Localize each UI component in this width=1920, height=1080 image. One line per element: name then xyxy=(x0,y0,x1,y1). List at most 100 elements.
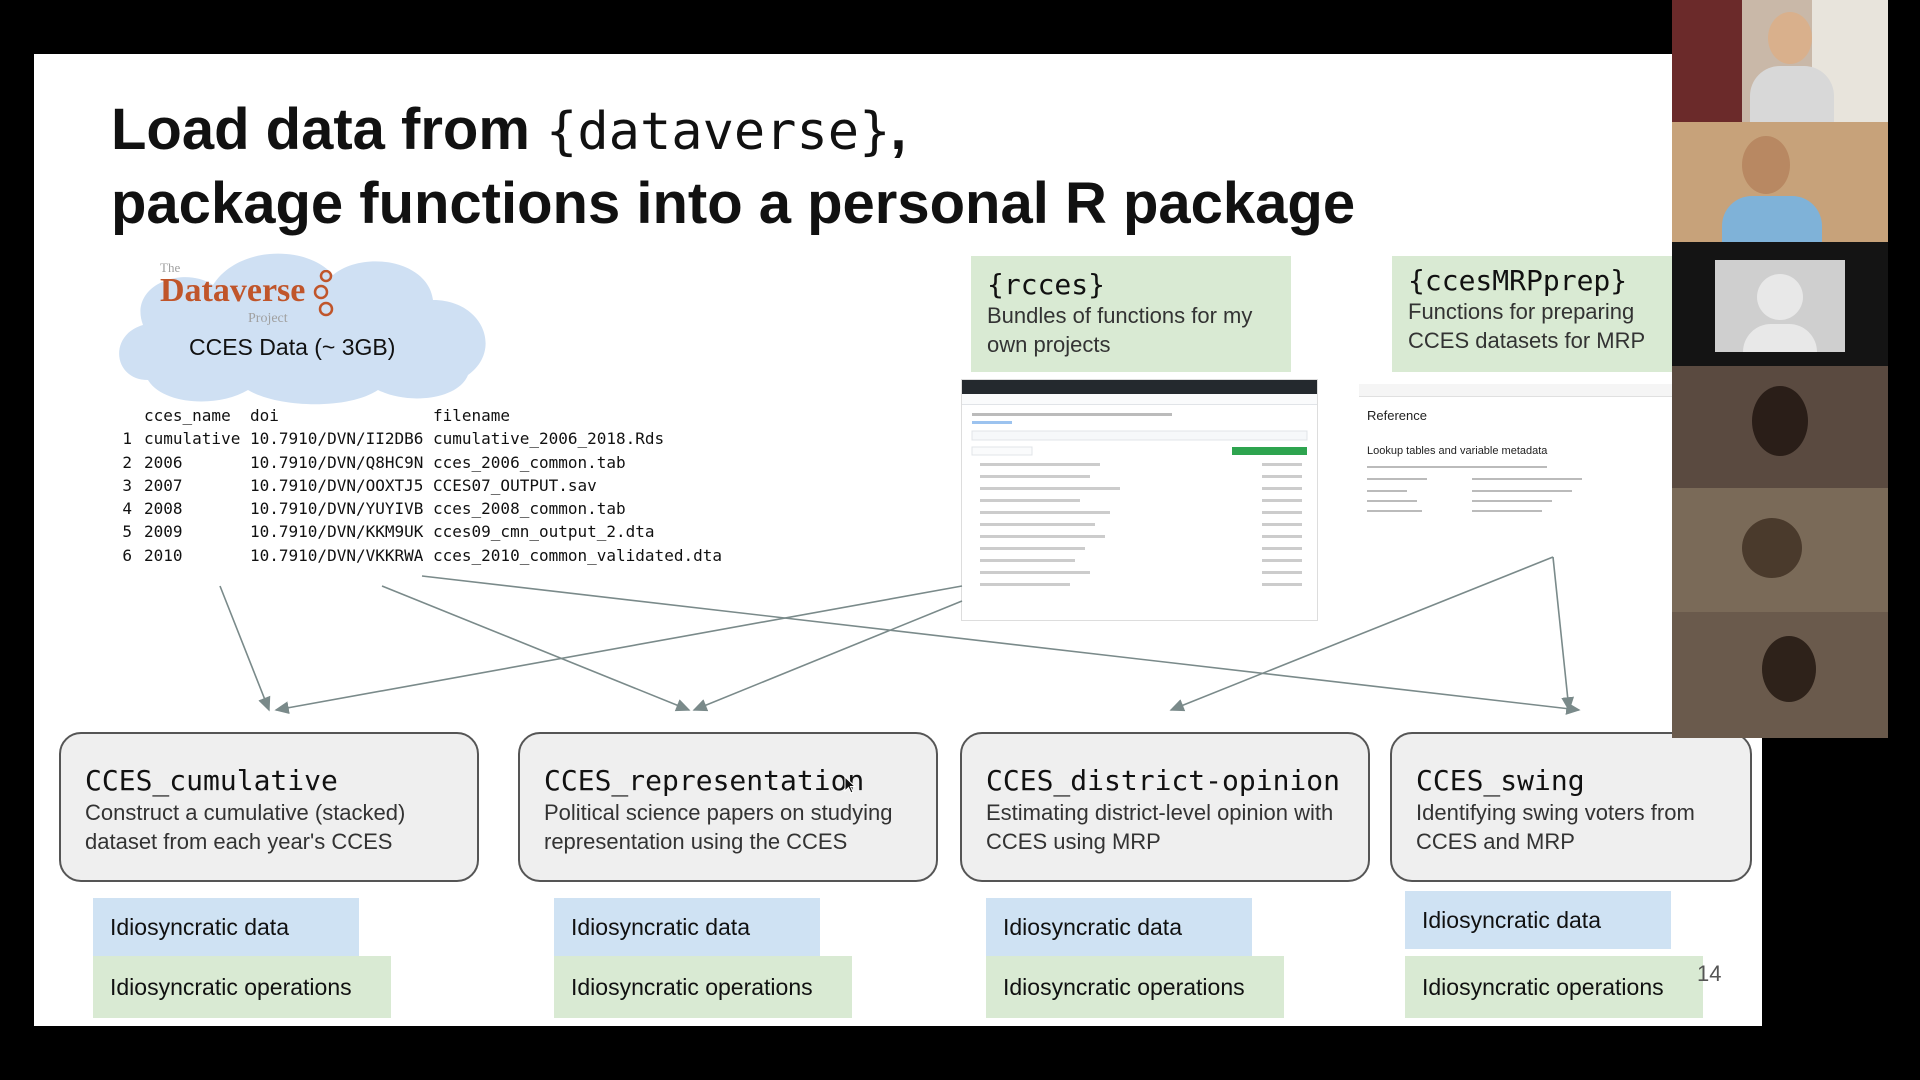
dataverse-logo-icon xyxy=(313,270,334,317)
docs-navbar xyxy=(1359,384,1689,397)
project-box-representation: CCES_representation Political science pa… xyxy=(518,732,938,882)
reference-table xyxy=(1367,466,1582,512)
table-header-row: cces_name doi filename xyxy=(114,404,722,427)
person-head xyxy=(1742,518,1802,578)
project-box-swing: CCES_swing Identifying swing voters from… xyxy=(1390,732,1752,882)
cloud-label: CCES Data (~ 3GB) xyxy=(189,334,396,360)
project-description: Identifying swing voters from CCES and M… xyxy=(1416,800,1695,854)
project-name: CCES_cumulative xyxy=(85,764,338,797)
avatar-placeholder-icon xyxy=(1757,274,1803,320)
tag-idiosyncratic-data: Idiosyncratic data xyxy=(1405,891,1671,949)
tag-idiosyncratic-operations: Idiosyncratic operations xyxy=(93,956,391,1018)
flow-arrows xyxy=(219,556,1581,715)
project-name: CCES_district-opinion xyxy=(986,764,1341,797)
table-cell: CCES07_OUTPUT.sav xyxy=(433,475,597,495)
person-body xyxy=(1750,66,1834,122)
table-cell: 2006 xyxy=(144,452,183,472)
person-head xyxy=(1742,136,1790,194)
table-cell: 10.7910/DVN/KKM9UK xyxy=(250,522,424,542)
table-cell: 2009 xyxy=(144,522,183,542)
package-name: {ccesMRPprep} xyxy=(1408,264,1628,297)
table-row: 3 2007 10.7910/DVN/OOXTJ5 CCES07_OUTPUT.sav xyxy=(114,474,722,497)
table-cell: doi xyxy=(250,406,279,425)
table-cell: 4 xyxy=(122,499,132,519)
tag-idiosyncratic-data: Idiosyncratic data xyxy=(554,898,820,956)
tag-idiosyncratic-operations: Idiosyncratic operations xyxy=(554,956,852,1018)
table-cell: cces_name xyxy=(144,406,231,425)
table-cell: 3 xyxy=(122,475,132,495)
presentation-slide: Load data from {dataverse}, package func… xyxy=(34,54,1762,1026)
title-line-2: package functions into a personal R pack… xyxy=(111,171,1356,236)
package-box-rcces: {rcces} Bundles of functions for my own … xyxy=(971,256,1291,372)
arrow-prep-to-swing xyxy=(1552,556,1575,712)
video-tile-1[interactable] xyxy=(1672,0,1888,122)
table-row: 2 2006 10.7910/DVN/Q8HC9N cces_2006_common.… xyxy=(114,451,722,474)
table-cell: filename xyxy=(433,406,511,425)
slide-title: Load data from {dataverse}, package func… xyxy=(111,94,1355,240)
table-cell: cumulative xyxy=(144,429,241,449)
person-body xyxy=(1722,196,1822,242)
table-cell: 5 xyxy=(122,522,132,542)
table-cell: 6 xyxy=(122,545,132,565)
person-head xyxy=(1768,12,1812,64)
table-row: 4 2008 10.7910/DVN/YUYIVB cces_2008_common.… xyxy=(114,497,722,520)
title-code: {dataverse} xyxy=(546,102,891,162)
table-cell: 2010 xyxy=(144,545,183,565)
table-cell: 10.7910/DVN/OOXTJ5 xyxy=(250,475,424,495)
table-cell: 10.7910/DVN/YUYIVB xyxy=(250,499,424,519)
video-tile-2[interactable] xyxy=(1672,122,1888,242)
github-tab-bar xyxy=(962,394,1317,405)
table-row: 5 2009 10.7910/DVN/KKM9UK cces09_cmn_output… xyxy=(114,520,722,543)
person-head xyxy=(1762,636,1816,702)
video-tile-5[interactable] xyxy=(1672,488,1888,612)
video-tile-6[interactable] xyxy=(1672,612,1888,738)
project-description: Construct a cumulative (stacked) dataset… xyxy=(85,800,406,854)
arrow-rcces-to-representation xyxy=(692,600,963,712)
arrow-data-to-swing xyxy=(421,575,1581,715)
table-cell: 2008 xyxy=(144,499,183,519)
project-description: Estimating district-level opinion with C… xyxy=(986,800,1334,854)
table-cell: 2007 xyxy=(144,475,183,495)
arrow-rcces-to-cumulative xyxy=(274,585,963,715)
table-cell: 10.7910/DVN/Q8HC9N xyxy=(250,452,424,472)
github-repo-screenshot xyxy=(961,379,1318,621)
github-header-bar xyxy=(962,380,1317,394)
tag-idiosyncratic-data: Idiosyncratic data xyxy=(93,898,359,956)
table-cell: cces_2008_common.tab xyxy=(433,499,626,519)
project-name: CCES_swing xyxy=(1416,764,1585,797)
tag-idiosyncratic-operations: Idiosyncratic operations xyxy=(986,956,1284,1018)
reference-docs-screenshot: Reference Lookup tables and variable met… xyxy=(1359,384,1689,534)
table-cell: cces09_cmn_output_2.dta xyxy=(433,522,655,542)
table-cell: 2 xyxy=(122,452,132,472)
reference-subheading: Lookup tables and variable metadata xyxy=(1367,445,1548,457)
table-cell: 10.7910/DVN/VKKRWA xyxy=(250,545,424,565)
arrow-data-to-cumulative xyxy=(219,585,271,712)
project-box-cumulative: CCES_cumulative Construct a cumulative (… xyxy=(59,732,479,882)
arrow-data-to-representation xyxy=(381,585,691,712)
table-cell: 10.7910/DVN/II2DB6 xyxy=(250,429,424,449)
video-tile-4[interactable] xyxy=(1672,366,1888,488)
tag-idiosyncratic-data: Idiosyncratic data xyxy=(986,898,1252,956)
project-name: CCES_representation xyxy=(544,764,865,797)
table-cell: cumulative_2006_2018.Rds xyxy=(433,429,665,449)
project-box-district-opinion: CCES_district-opinion Estimating distric… xyxy=(960,732,1370,882)
mouse-cursor-icon xyxy=(844,776,857,794)
data-table: cces_name doi filename 1 cumulative 10.7910/D… xyxy=(114,404,722,567)
reference-heading: Reference xyxy=(1367,408,1427,423)
package-description: Functions for preparing CCES datasets fo… xyxy=(1408,299,1646,353)
project-description: Political science papers on studying rep… xyxy=(544,800,893,854)
table-cell: cces_2006_common.tab xyxy=(433,452,626,472)
dataverse-cloud xyxy=(119,253,486,405)
github-file-list xyxy=(971,413,1308,586)
table-row: 6 2010 10.7910/DVN/VKKRWA cces_2010_common_… xyxy=(114,544,722,567)
package-name: {rcces} xyxy=(987,268,1106,301)
package-description: Bundles of functions for my own projects xyxy=(987,303,1253,357)
arrow-prep-to-district xyxy=(1169,556,1554,712)
tag-idiosyncratic-operations: Idiosyncratic operations xyxy=(1405,956,1703,1018)
video-tile-3[interactable] xyxy=(1672,242,1888,366)
package-box-ccesmrpprep: {ccesMRPprep} Functions for preparing CC… xyxy=(1392,256,1712,372)
table-cell: 1 xyxy=(122,429,132,449)
table-cell: cces_2010_common_validated.dta xyxy=(433,545,722,565)
page-number: 14 xyxy=(1697,961,1722,986)
table-row: 1 cumulative 10.7910/DVN/II2DB6 cumulative_… xyxy=(114,427,722,450)
